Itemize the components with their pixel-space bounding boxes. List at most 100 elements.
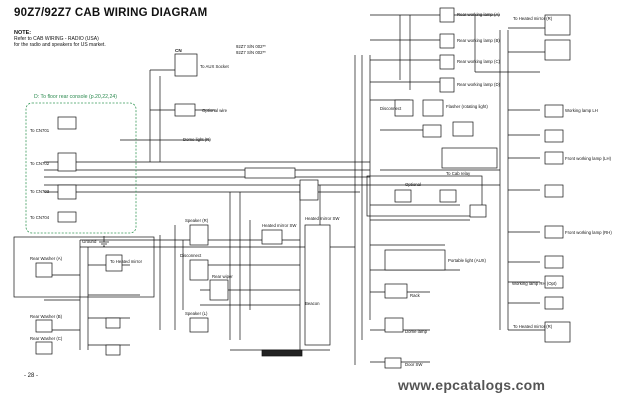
connector-disconnect: [189, 259, 209, 281]
connector-rear-washer-c: [35, 341, 53, 355]
connector-rear-working-b: [439, 33, 455, 49]
label-rack: Rack: [410, 293, 421, 298]
label-speaker-l: Speaker (L): [185, 311, 208, 316]
label-to-cn702: To CN702: [30, 161, 50, 166]
connector-rack: [384, 283, 408, 299]
label-speaker-r: Speaker (R): [185, 218, 209, 223]
connector-door-sw: [384, 357, 402, 369]
watermark: www.epcatalogs.com: [398, 377, 546, 393]
label-dome-light: Dome light (R): [183, 137, 211, 142]
connector-aux: [174, 53, 198, 77]
label-heated-mirror-r-2: To Heated mirror (R): [513, 324, 553, 329]
floor-console-region: [25, 102, 137, 234]
label-jumper-2: 92Z7 S/N 002**: [236, 50, 266, 55]
label-rear-washer-c: Rear Washer (C): [30, 336, 63, 341]
label-door-sw: Door SW: [405, 362, 423, 367]
connector-opt: [105, 317, 121, 329]
label-rear-washer-a: Rear Washer (A): [30, 256, 63, 261]
connector-optional-1: [394, 189, 412, 203]
cn-label-aux: CN: [175, 48, 182, 53]
label-heated-mirror: Heated mirror SW: [262, 223, 297, 228]
cab-relay-box: [441, 147, 498, 169]
connector-working-rh-opt-2: [544, 296, 564, 310]
connector-cn701: [57, 116, 77, 130]
connector-optional-2: [439, 189, 457, 203]
rear-washer-area: [13, 236, 155, 298]
connector-heated-mirror: [261, 229, 283, 245]
connector-flasher-2: [422, 124, 442, 138]
connector-cn703: [57, 184, 77, 200]
label-rear-working-c: Rear working lamp (C): [457, 59, 501, 64]
connector-cn702: [57, 152, 77, 172]
label-rear-working-b: Rear working lamp (B): [457, 38, 500, 43]
label-rear-washer-b: Rear Washer (B): [30, 314, 63, 319]
label-jumper-1: 92Z7 S/N 002**: [236, 44, 266, 49]
connector-heated-mirror-r: [544, 14, 571, 36]
connector-front-working-lh-2: [544, 184, 564, 198]
label-to-heated-mirror: To Heated mirror: [110, 259, 143, 264]
label-optional-wire: Optional wire: [202, 108, 228, 113]
connector-heated-mirror-l: [544, 39, 571, 61]
connector-opt2: [105, 344, 121, 356]
connector-front-working-lh: [544, 151, 564, 165]
connector-working-lamp-lh-2: [544, 129, 564, 143]
label-working-rh-opt: Working lamp RH (Opt): [512, 281, 557, 286]
connector-working-rh-opt: [544, 275, 564, 289]
connector-front-rh: [544, 225, 564, 239]
connector-heated-mirror-r-2: [544, 321, 571, 343]
note-text: Refer to CAB WIRING - RADIO (USA) for th…: [14, 36, 106, 48]
connector-rear-working-a: [439, 7, 455, 23]
label-heated-mirror-r: To Heated mirror (R): [513, 16, 553, 21]
connector-disconnect-2: [394, 99, 414, 117]
label-working-lamp-lh: Working lamp LH: [565, 108, 598, 113]
connector-heated-mirror-relay: [105, 254, 123, 272]
label-rear-working-a: Rear working lamp (A): [457, 12, 500, 17]
label-front-working-lh: Front working lamp (LH): [565, 156, 612, 161]
optional-area: [366, 175, 483, 217]
label-disconnect-2: Disconnect: [380, 106, 402, 111]
connector-optional-wire: [174, 103, 196, 117]
connector-rear-wiper: [209, 279, 229, 301]
connector-bar: [261, 349, 303, 357]
label-front-rh: Front working lamp (RH): [565, 230, 612, 235]
connector-portable: [384, 249, 446, 271]
page-title: 90Z7/92Z7 CAB WIRING DIAGRAM: [14, 7, 208, 19]
connector-rear-working-d: [439, 77, 455, 93]
label-flasher: Flasher (rotating light): [446, 104, 488, 109]
note-line-1: Refer to CAB WIRING - RADIO (USA): [14, 36, 99, 42]
connector-speaker-r: [189, 224, 209, 246]
label-ground: Ground: [82, 239, 97, 244]
note-heading: NOTE:: [14, 30, 32, 36]
label-cab-relay: To Cab relay: [446, 171, 471, 176]
connector-rear-washer-b: [35, 319, 53, 333]
connector-cn704: [57, 211, 77, 223]
connector-flasher: [422, 99, 444, 117]
connector-jumper-1: [244, 167, 296, 179]
label-to-cn701: To CN701: [30, 128, 50, 133]
connector-working-lamp-lh: [544, 104, 564, 118]
label-rear-working-d: Rear working lamp (D): [457, 82, 501, 87]
connector-front-rh-2: [544, 255, 564, 269]
label-to-cn704: To CN704: [30, 215, 50, 220]
connector-rear-working-c: [439, 54, 455, 70]
connector-flasher-3: [452, 121, 474, 137]
label-to-cn703: To CN703: [30, 189, 50, 194]
note-line-2: for the radio and speakers for US market…: [14, 42, 106, 48]
connector-optional-3: [469, 204, 487, 218]
ground-symbol: [99, 236, 109, 247]
connector-dome-lamp: [384, 317, 404, 333]
floor-console-label: D: To floor rear console (p.20,22,24): [34, 94, 117, 100]
connector-rear-washer-a: [35, 262, 53, 278]
switch-stack: [304, 224, 331, 346]
label-beacon: Beacon: [305, 301, 320, 306]
label-heated-mirror-2: Heated mirror SW: [305, 216, 340, 221]
label-disconnect: Disconnect: [180, 253, 202, 258]
label-optional: Optional: [405, 182, 421, 187]
label-dome-lamp: Dome lamp: [405, 329, 428, 334]
connector-speaker-l: [189, 317, 209, 333]
page-number: - 28 -: [24, 373, 39, 379]
label-rear-wiper: Rear wiper: [212, 274, 233, 279]
connector-rear-washer-sw: [299, 179, 319, 201]
